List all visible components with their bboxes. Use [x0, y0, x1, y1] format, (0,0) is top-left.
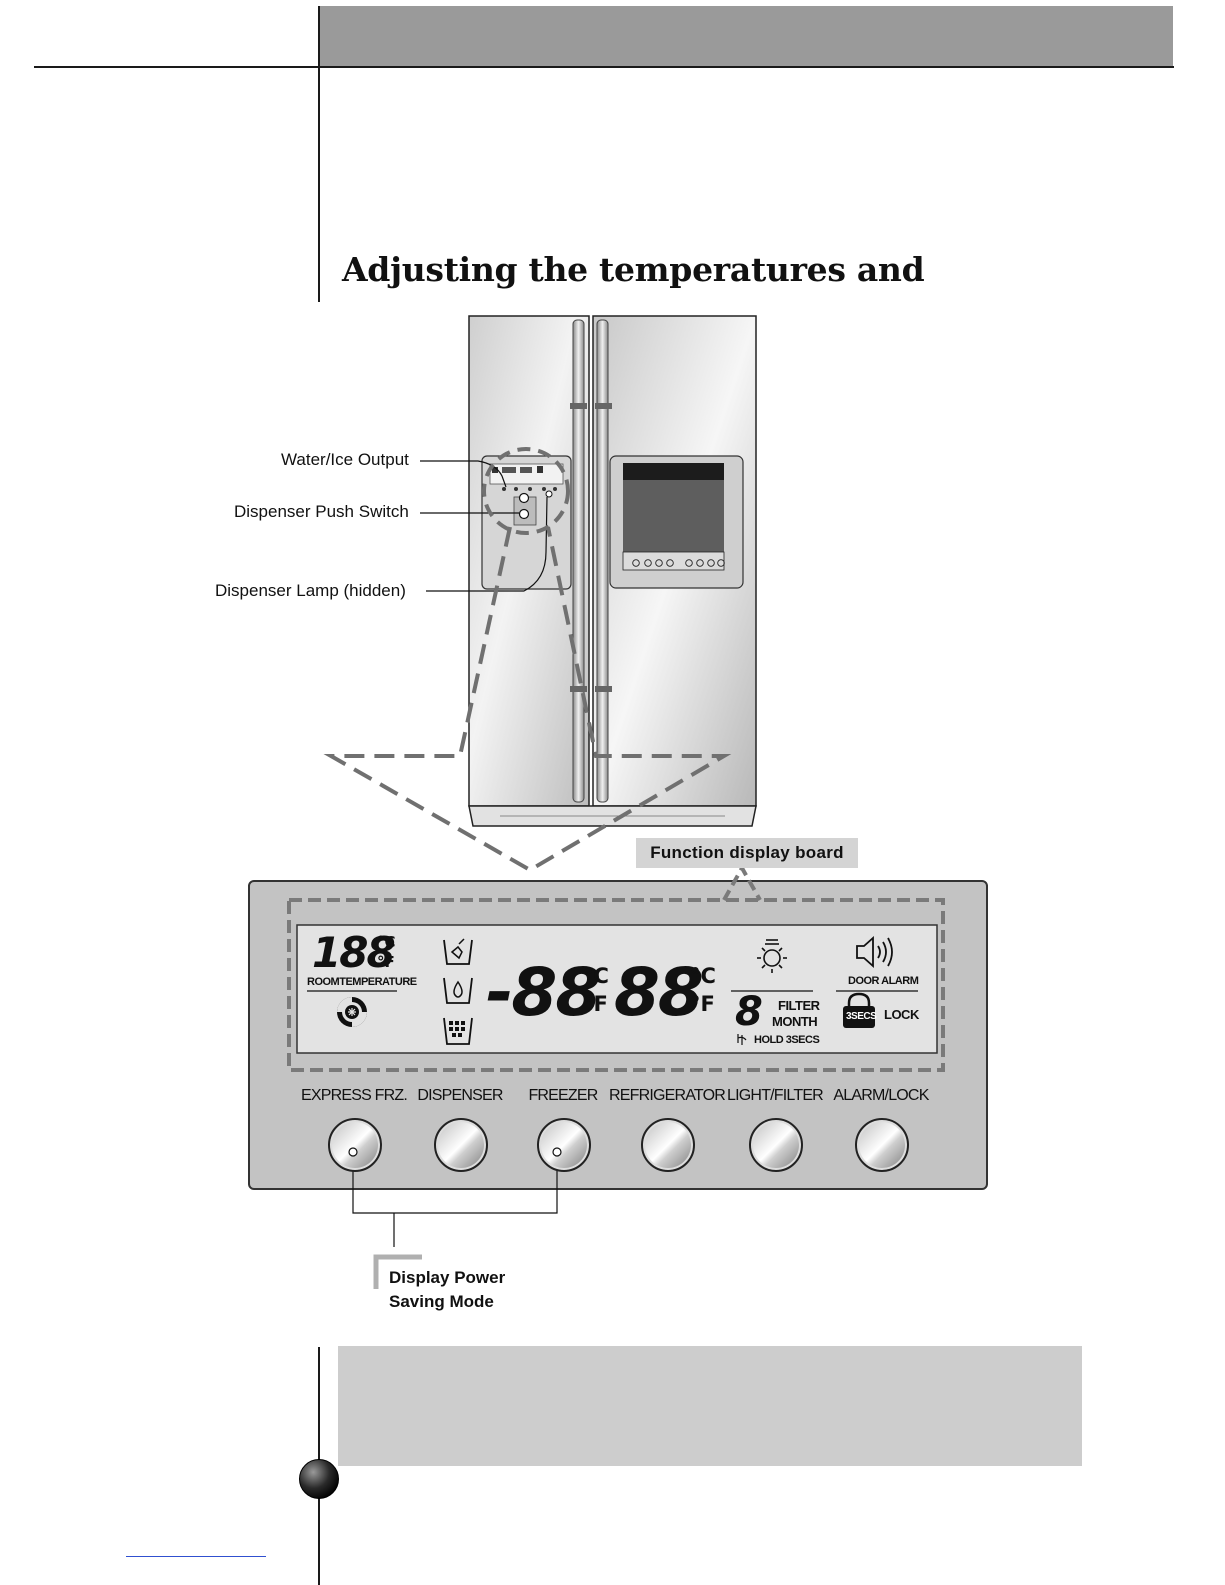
freezer-label: FREEZER: [528, 1087, 598, 1104]
water-icon: [443, 977, 473, 1004]
room-temperature-label: ROOMTEMPERATURE: [307, 976, 417, 988]
alarm-lock-button[interactable]: [855, 1118, 909, 1172]
express-frz-label: EXPRESS FRZ.: [301, 1087, 408, 1104]
page-bullet-icon: [299, 1459, 339, 1499]
room-temp-readout: 188: [312, 928, 396, 977]
freezer-fahrenheit: °F: [583, 992, 608, 1016]
right-handle: [596, 319, 609, 803]
freezer-button[interactable]: [537, 1118, 591, 1172]
refrigerator-temp-readout: 88: [614, 954, 704, 1031]
dispenser-highlight: [482, 447, 570, 535]
cubed-ice-icon: [443, 1017, 473, 1045]
crushed-ice-icon: [443, 939, 473, 965]
dispenser-lamp-leader: [426, 496, 548, 592]
month-label: MONTH: [772, 1014, 818, 1029]
margin-rule-top: [318, 6, 320, 302]
lock-label: LOCK: [884, 1007, 919, 1022]
filter-label: FILTER: [778, 998, 820, 1013]
filter-month-readout: 8: [735, 989, 763, 1035]
footer-link-underline[interactable]: [126, 1556, 266, 1557]
hold-3secs-label: HOLD 3SECS: [754, 1034, 820, 1046]
display-dashed-frame: [287, 898, 945, 1072]
note-box: [338, 1346, 1082, 1466]
refrigerator-label: REFRIGERATOR: [608, 1087, 726, 1104]
express-freeze-icon: [337, 997, 367, 1027]
power-saving-bracket: [352, 1152, 558, 1214]
power-saving-line2: Saving Mode: [389, 1292, 494, 1311]
three-secs-badge: 3SECS: [846, 1011, 877, 1022]
room-temp-fahrenheit: °F: [377, 953, 395, 971]
refrigerator-fahrenheit: °F: [690, 992, 715, 1016]
refrigerator-button[interactable]: [641, 1118, 695, 1172]
speaker-icon: [856, 935, 893, 969]
function-display-board-label: Function display board: [636, 838, 858, 868]
hold-icon: [737, 1034, 747, 1045]
refrigerator-celsius: °C: [690, 964, 716, 988]
header-rule: [34, 66, 1174, 68]
power-saving-line1: Display Power: [389, 1268, 506, 1287]
lcd-window: [296, 924, 938, 1054]
alarm-lock-label: ALARM/LOCK: [833, 1087, 929, 1104]
padlock-icon: [843, 992, 875, 1028]
light-icon: [757, 939, 787, 973]
header-bar: [320, 6, 1173, 66]
door-alarm-label: DOOR ALARM: [848, 975, 919, 987]
dispenser-push-switch-label: Dispenser Push Switch: [234, 502, 409, 521]
water-ice-output-label: Water/Ice Output: [281, 450, 409, 469]
freezer-celsius: °C: [583, 964, 609, 988]
dispenser-lamp-label: Dispenser Lamp (hidden): [215, 581, 406, 600]
zoom-lines: [323, 526, 732, 873]
freezer-temp-readout: -88: [486, 954, 601, 1031]
display-power-saving-label: Display Power Saving Mode: [389, 1266, 505, 1314]
dispenser-button[interactable]: [434, 1118, 488, 1172]
express-frz-button[interactable]: [328, 1118, 382, 1172]
section-title: Adjusting the temperatures and: [342, 250, 925, 289]
dispenser-label: DISPENSER: [417, 1087, 503, 1104]
room-temp-celsius: °C: [377, 933, 396, 951]
light-filter-label: LIGHT/FILTER: [727, 1087, 824, 1104]
light-filter-button[interactable]: [749, 1118, 803, 1172]
